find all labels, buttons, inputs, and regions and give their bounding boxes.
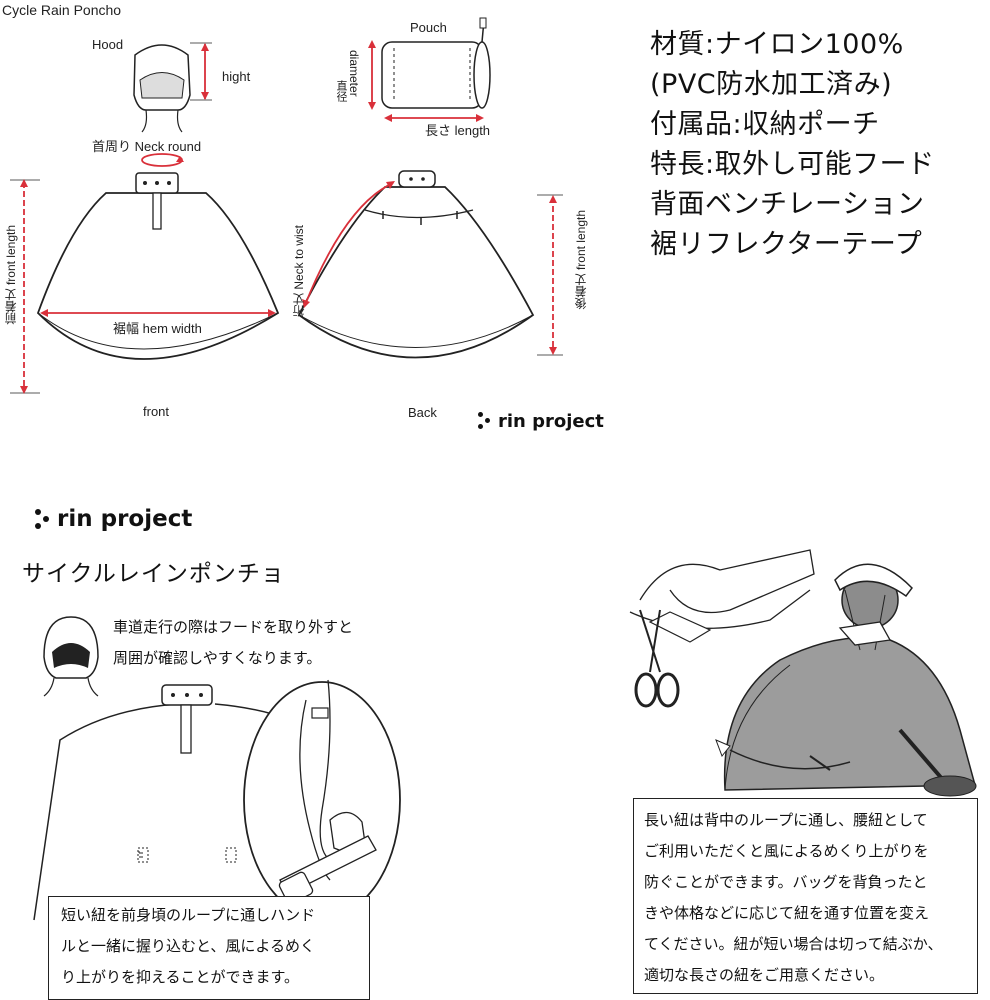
logo-text: rin project bbox=[57, 506, 193, 532]
back-label: Back bbox=[408, 405, 437, 420]
spec-line: 特長:取外し可能フード bbox=[650, 149, 935, 180]
poncho-back-illustration bbox=[297, 170, 563, 359]
spec-line: 背面ベンチレーション bbox=[650, 189, 925, 220]
note-line: 短い紐を前身頃のループに通しハンド bbox=[61, 906, 316, 924]
spec-line: 裾リフレクターテープ bbox=[650, 229, 923, 260]
diameter-en-label: diameter bbox=[347, 50, 361, 97]
product-title: サイクルレインポンチョ bbox=[22, 561, 285, 587]
spec-line: (PVC防水加工済み) bbox=[650, 69, 893, 100]
note-line: 車道走行の際はフードを取り外すと bbox=[113, 618, 354, 636]
spec-line: 材質:ナイロン100% bbox=[650, 29, 904, 60]
brand-logo-mid: rin project bbox=[35, 506, 192, 532]
pouch-label: Pouch bbox=[410, 20, 447, 35]
short-cord-note-box: 短い紐を前身頃のループに通しハンド ルと一緒に握り込むと、風によるめく り上がり… bbox=[48, 896, 370, 1000]
diagram-title: Cycle Rain Poncho bbox=[2, 2, 122, 18]
neck-round-label: 首周り Neck round bbox=[92, 139, 202, 154]
spec-list: 材質:ナイロン100% (PVC防水加工済み) 付属品:収納ポーチ 特長:取外し… bbox=[650, 25, 935, 265]
hight-label: hight bbox=[222, 69, 251, 84]
spec-line: 付属品:収納ポーチ bbox=[650, 109, 880, 140]
poncho-front-cord-illustration bbox=[33, 679, 401, 921]
note-line: 適切な長さの紐をご用意ください。 bbox=[644, 966, 885, 984]
note-line: 周囲が確認しやすくなります。 bbox=[113, 649, 322, 667]
diameter-jp-label: 直径 bbox=[335, 80, 347, 102]
brand-logo-top: rin project bbox=[478, 410, 604, 432]
logo-dots-icon bbox=[478, 410, 492, 432]
note-line: 長い紐は背中のループに通し、腰紐として bbox=[644, 811, 928, 829]
back-length-label: 後着丈 front length bbox=[574, 210, 588, 310]
hem-width-label: 裾幅 hem width bbox=[113, 321, 202, 336]
hood-note: 車道走行の際はフードを取り外すと 周囲が確認しやすくなります。 bbox=[113, 612, 353, 674]
note-line: り上がりを抑えることができます。 bbox=[61, 968, 300, 986]
pouch-illustration bbox=[368, 17, 491, 122]
neck-to-wrist-label: 裄丈 Neck to wist bbox=[292, 225, 306, 318]
neck-round-arrow bbox=[141, 153, 184, 167]
length-label: 長さ length bbox=[425, 123, 491, 138]
note-line: ルと一緒に握り込むと、風によるめく bbox=[61, 937, 315, 955]
note-line: きや体格などに応じて紐を通す位置を変え bbox=[644, 904, 930, 922]
cyclist-illustration bbox=[629, 549, 977, 797]
long-cord-note-box: 長い紐は背中のループに通し、腰紐として ご利用いただくと風によるめくり上がりを … bbox=[633, 798, 978, 994]
hood-label: Hood bbox=[92, 37, 124, 52]
small-hood-icon bbox=[43, 616, 99, 697]
logo-dots-icon bbox=[35, 506, 51, 532]
poncho-front-illustration bbox=[10, 172, 280, 394]
hood-illustration bbox=[133, 42, 212, 133]
logo-text: rin project bbox=[498, 410, 604, 432]
note-line: てください。紐が短い場合は切って結ぶか、 bbox=[644, 935, 943, 953]
note-line: 防ぐことができます。バッグを背負ったと bbox=[644, 873, 928, 891]
note-line: ご利用いただくと風によるめくり上がりを bbox=[644, 842, 929, 860]
front-label: front bbox=[143, 404, 170, 419]
